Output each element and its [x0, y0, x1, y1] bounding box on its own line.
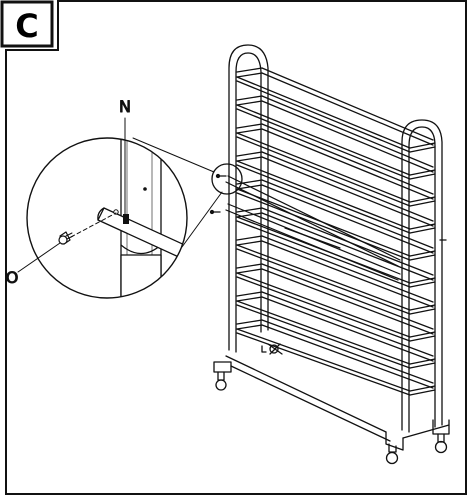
screw-icon: [58, 231, 74, 245]
leader-line-top: [132, 137, 215, 173]
outer-frame: [5, 0, 467, 495]
magnifier-large-circle: [26, 137, 188, 299]
shoe-rack-illustration: [209, 44, 450, 465]
shelf: [236, 263, 436, 342]
callout-o-label: O: [6, 268, 19, 287]
step-badge: C: [0, 0, 54, 48]
caster-front-right: [434, 433, 448, 454]
shelf: [236, 291, 436, 369]
caster-rear-right: [261, 345, 267, 353]
magnifier-circle: [211, 163, 243, 195]
shelf: [236, 123, 436, 207]
wheel-hub-detail: [267, 343, 283, 355]
callout-n-label: N: [119, 97, 131, 116]
shelf: [236, 151, 436, 234]
callout-o-line: [17, 242, 61, 273]
leader-line-bottom: [181, 191, 223, 248]
magnified-detail: N O: [5, 97, 223, 299]
base-frame: [213, 355, 450, 451]
rack-screw-markers: [209, 173, 447, 241]
front-right-upright: [401, 119, 443, 433]
shelves: [236, 67, 436, 396]
rear-left-upright: [228, 44, 269, 353]
shelf: [236, 95, 436, 180]
shelf: [236, 67, 436, 153]
caster-rear-left: [215, 371, 227, 391]
step-letter: C: [15, 7, 38, 45]
shelf: [236, 235, 436, 315]
caster-front-left: [385, 443, 399, 465]
cross-braces: [225, 175, 401, 281]
shelf: [236, 319, 436, 396]
alignment-line: [70, 212, 117, 238]
